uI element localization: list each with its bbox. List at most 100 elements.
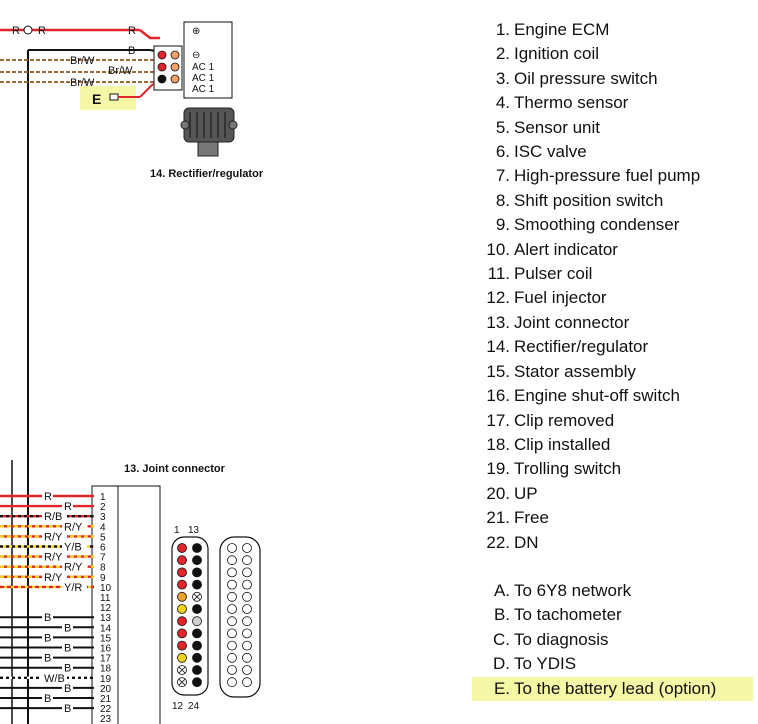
connector-pin-empty bbox=[227, 555, 237, 566]
legend-item: 5.Sensor unit bbox=[478, 116, 753, 140]
wire-label-bg bbox=[42, 693, 53, 703]
legend-item-text: Free bbox=[514, 508, 549, 528]
legend-item-number: 3. bbox=[495, 68, 510, 88]
legend-item: D.To YDIS bbox=[478, 652, 753, 676]
wire-label: R bbox=[44, 491, 52, 503]
wire-label-bg bbox=[42, 652, 53, 663]
connector-pin bbox=[192, 567, 202, 578]
legend-item: 21.Free bbox=[478, 506, 753, 530]
wire-label-bg bbox=[42, 511, 67, 522]
legend-item-text: Engine ECM bbox=[514, 20, 610, 39]
legend-item-text: Oil pressure switch bbox=[514, 68, 658, 88]
legend-item-number: 9. bbox=[495, 215, 510, 235]
wire-label-b: B bbox=[128, 45, 135, 57]
legend-item-number: B. bbox=[493, 605, 510, 625]
connector-pin-empty bbox=[242, 604, 252, 614]
legend-item-text: UP bbox=[514, 483, 538, 503]
legend-item-text: ISC valve bbox=[514, 142, 587, 162]
legend-item: 6.ISC valve bbox=[478, 140, 753, 164]
pin-number: 16 bbox=[100, 644, 112, 655]
wire-label-bg bbox=[42, 531, 67, 542]
legend-item-text: To tachometer bbox=[514, 605, 622, 625]
plug-mark bbox=[193, 593, 201, 601]
legend-item-text: Joint connector bbox=[514, 312, 630, 332]
wire-label-bg bbox=[42, 612, 53, 623]
legend-item: 4.Thermo sensor bbox=[478, 91, 753, 115]
legend-item-number: 14. bbox=[486, 337, 510, 357]
joint-connector-wires: 1R2R3R/B4R/Y5R/Y6Y/B7R/Y8R/Y9R/Y10Y/R111… bbox=[0, 491, 112, 724]
wire-label: W/B bbox=[44, 673, 65, 685]
wire-label-bg bbox=[62, 703, 73, 714]
legend-item: 7.High-pressure fuel pump bbox=[478, 164, 753, 188]
plug-mark bbox=[178, 666, 186, 674]
connector-face-empty bbox=[219, 536, 261, 698]
wire-label-r-2: R bbox=[38, 25, 46, 37]
wire-label: R/Y bbox=[44, 572, 63, 584]
wire-label: R/Y bbox=[64, 521, 83, 533]
wire-label: B bbox=[44, 693, 51, 705]
wire-label: B bbox=[64, 683, 71, 695]
legend-item-text: Trolling switch bbox=[514, 459, 622, 479]
connector-icon bbox=[109, 93, 119, 101]
pin-number: 7 bbox=[100, 553, 106, 564]
legend-item: 18.Clip installed bbox=[478, 433, 753, 457]
pin-number: 10 bbox=[100, 583, 112, 594]
connector-pin-empty bbox=[227, 591, 237, 602]
connector-pin-empty bbox=[227, 628, 237, 639]
legend-item-number: 21. bbox=[486, 508, 510, 528]
connector-pin-empty bbox=[242, 640, 252, 651]
pin-number: 2 bbox=[100, 502, 106, 513]
wire-label-bg bbox=[42, 551, 67, 562]
legend-item: 11.Pulser coil bbox=[478, 262, 753, 286]
legend-item-text: Rectifier/regulator bbox=[514, 337, 649, 357]
pin-number: 9 bbox=[100, 573, 106, 584]
legend-item-text: To the battery lead (option) bbox=[514, 678, 717, 698]
legend-item-number: 5. bbox=[495, 117, 510, 137]
legend-item-number: 17. bbox=[486, 410, 510, 430]
connector-pin bbox=[192, 628, 202, 639]
legend-item: A.To 6Y8 network bbox=[478, 579, 753, 603]
connector-pin bbox=[177, 628, 187, 639]
wire-label-bg bbox=[62, 682, 73, 693]
pin-number: 1 bbox=[100, 492, 106, 503]
wire-label: B bbox=[44, 653, 51, 665]
connector-face-pins bbox=[177, 543, 202, 688]
wire-label-bg bbox=[62, 642, 73, 653]
legend-item-number: 6. bbox=[495, 142, 510, 162]
terminal-ac-2: AC 1 bbox=[192, 73, 215, 84]
wire-label-r-3: R bbox=[128, 25, 136, 37]
pin-number: 4 bbox=[100, 522, 106, 533]
wire-label: B bbox=[64, 622, 71, 634]
wire-label-brw-2: Br/W bbox=[108, 65, 133, 77]
connector-pin-empty bbox=[227, 677, 237, 688]
legend-item-number: D. bbox=[493, 654, 510, 674]
wire-label-brw-1: Br/W bbox=[70, 55, 95, 67]
legend-item-number: 20. bbox=[486, 483, 510, 503]
connector-pin-empty bbox=[227, 543, 237, 553]
legend-item: 20.UP bbox=[478, 482, 753, 506]
connector-pin-empty bbox=[242, 665, 252, 675]
terminal-ac-1: AC 1 bbox=[192, 62, 215, 73]
connector-pin-empty bbox=[242, 579, 252, 590]
joint-connector-caption: 13. Joint connector bbox=[124, 463, 226, 475]
legend-item: 19.Trolling switch bbox=[478, 457, 753, 481]
connector-pin-empty bbox=[242, 591, 252, 602]
connector-pin-empty bbox=[227, 567, 237, 578]
legend-item: 10.Alert indicator bbox=[478, 238, 753, 262]
rectifier-terminal-box bbox=[183, 21, 233, 99]
legend-item: 12.Fuel injector bbox=[478, 286, 753, 310]
pin-number: 5 bbox=[100, 532, 106, 543]
wire-label: R/Y bbox=[64, 562, 83, 574]
wire-label: R/B bbox=[44, 511, 62, 523]
legend-item: 14.Rectifier/regulator bbox=[478, 335, 753, 359]
pin-number: 22 bbox=[100, 704, 112, 715]
pin-number: 19 bbox=[100, 674, 112, 685]
legend-item-text: Alert indicator bbox=[514, 239, 618, 259]
wire-label-bg bbox=[42, 672, 67, 683]
legend-item: 17.Clip removed bbox=[478, 409, 753, 433]
legend-item-number: 8. bbox=[495, 190, 510, 210]
legend-item: 8.Shift position switch bbox=[478, 189, 753, 213]
legend-item-number: 2. bbox=[495, 44, 510, 64]
legend-item-text: Ignition coil bbox=[514, 44, 600, 64]
legend-item-number: E. bbox=[493, 678, 510, 698]
